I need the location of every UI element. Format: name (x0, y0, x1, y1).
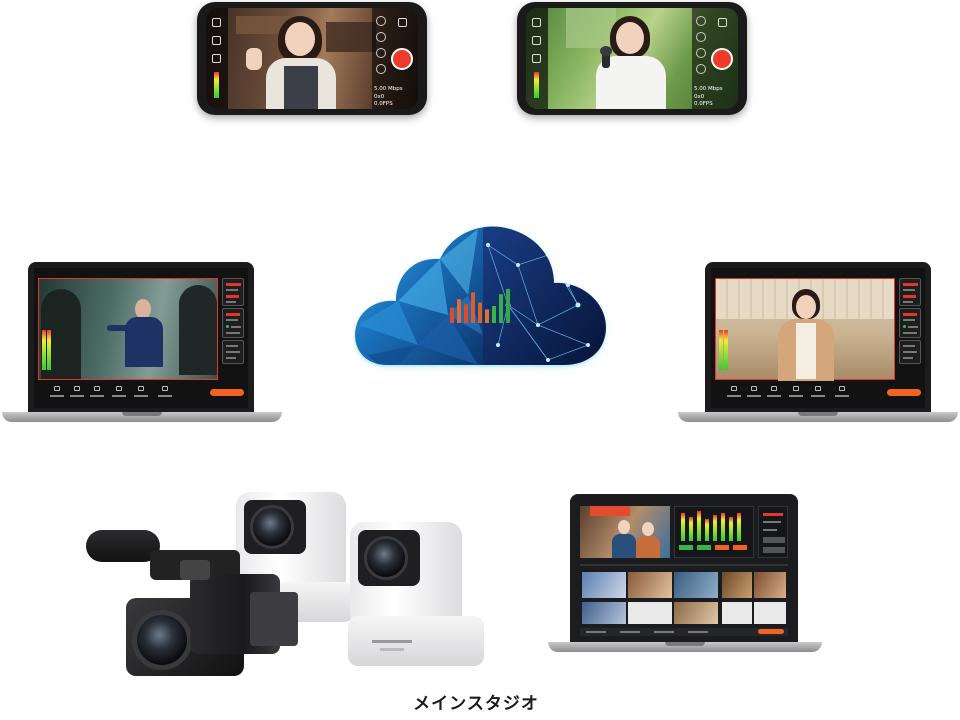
settings-icon[interactable] (398, 18, 407, 27)
equalizer-bar (471, 292, 475, 323)
source-thumb[interactable] (628, 572, 672, 598)
source-thumb[interactable] (628, 602, 672, 624)
video-preview (38, 278, 218, 380)
zoom-icon[interactable] (696, 64, 706, 74)
smartphone-left: 5.00 Mbps 0x0 0.0FPS (197, 2, 427, 115)
phone-right-toolbar (372, 8, 418, 109)
smartphone-right: 5.00 Mbps 0x0 0.0FPS (517, 2, 747, 115)
audio-level-meter (534, 72, 539, 98)
equalizer-bar (464, 304, 468, 323)
screen-icon[interactable] (532, 54, 541, 63)
video-preview (715, 278, 895, 381)
zoom-readout: 0x0 (694, 94, 705, 100)
camera-icon[interactable] (54, 386, 60, 391)
screen-icon[interactable] (212, 54, 221, 63)
switcher-controls (758, 506, 788, 558)
equalizer-bar (492, 306, 496, 323)
program-preview (580, 506, 670, 558)
camera-icon[interactable] (731, 386, 737, 391)
zoom-icon[interactable] (376, 64, 386, 74)
stream-status-panel (222, 278, 244, 306)
person-face (285, 22, 315, 56)
effects-icon[interactable] (696, 32, 706, 42)
equalizer-bar (478, 302, 482, 323)
equalizer-bar (450, 307, 454, 323)
zoom-readout: 0x0 (374, 94, 385, 100)
source-thumb[interactable] (582, 572, 626, 598)
overlay-icon[interactable] (771, 386, 777, 391)
person-face (796, 295, 816, 319)
connection-panel (899, 308, 921, 338)
source-thumb[interactable] (674, 572, 718, 598)
main-studio-label: メインスタジオ (413, 694, 539, 714)
mic-icon[interactable] (696, 16, 706, 26)
fps-readout: 0.0FPS (374, 101, 393, 107)
record-button[interactable] (711, 48, 733, 70)
speaker-person (125, 317, 163, 367)
flash-icon[interactable] (532, 36, 541, 45)
focus-icon[interactable] (376, 48, 386, 58)
mic-icon[interactable] (376, 16, 386, 26)
audio-level-meter (719, 330, 723, 370)
screen-share-icon[interactable] (793, 386, 799, 391)
source-thumb[interactable] (722, 602, 752, 624)
source-thumb[interactable] (674, 602, 718, 624)
camcorder-lens (132, 610, 192, 670)
overlay-icon[interactable] (94, 386, 100, 391)
phone-right-toolbar (692, 8, 738, 109)
shotgun-microphone (86, 530, 160, 562)
phone-screen: 5.00 Mbps 0x0 0.0FPS (206, 8, 418, 109)
handheld-microphone (602, 52, 610, 68)
phone-screen: 5.00 Mbps 0x0 0.0FPS (526, 8, 738, 109)
person-face (616, 22, 644, 54)
focus-icon[interactable] (696, 48, 706, 58)
source-thumb[interactable] (582, 602, 626, 624)
mic-icon[interactable] (74, 386, 80, 391)
go-live-button[interactable] (887, 389, 921, 396)
switcher-screen (576, 500, 792, 638)
camera-switch-icon[interactable] (532, 18, 541, 27)
record-button[interactable] (391, 48, 413, 70)
laptop-screen (34, 268, 248, 408)
bitrate-readout: 5.00 Mbps (694, 86, 723, 92)
audio-mixer (674, 506, 754, 558)
bitrate-readout: 5.00 Mbps (374, 86, 403, 92)
flash-icon[interactable] (212, 36, 221, 45)
phone-left-toolbar (526, 8, 548, 109)
fps-readout: 0.0FPS (694, 101, 713, 107)
audio-level-meter (214, 72, 219, 98)
source-thumb[interactable] (754, 602, 786, 624)
switcher-footer (580, 628, 788, 636)
equalizer-bar (506, 289, 510, 323)
equalizer-bar (485, 309, 489, 323)
settings-panel (899, 340, 921, 364)
camcorder-side-panel (250, 592, 298, 646)
settings-icon[interactable] (138, 386, 144, 391)
equalizer-bar (499, 294, 503, 323)
effects-icon[interactable] (376, 32, 386, 42)
go-live-button[interactable] (210, 389, 244, 396)
connection-panel (222, 308, 244, 338)
settings-icon[interactable] (815, 386, 821, 391)
source-thumb[interactable] (754, 572, 786, 598)
stream-status-panel (899, 278, 921, 306)
audio-level-meter (42, 330, 46, 370)
settings-icon[interactable] (718, 18, 727, 27)
screen-share-icon[interactable] (116, 386, 122, 391)
layout-icon[interactable] (162, 386, 168, 391)
source-thumb[interactable] (722, 572, 752, 598)
laptop-screen (711, 268, 925, 408)
cloud-service-icon (348, 215, 618, 383)
layout-icon[interactable] (839, 386, 845, 391)
equalizer-bar (457, 299, 461, 323)
mic-icon[interactable] (751, 386, 757, 391)
settings-panel (222, 340, 244, 364)
phone-left-toolbar (206, 8, 228, 109)
camera-switch-icon[interactable] (212, 18, 221, 27)
